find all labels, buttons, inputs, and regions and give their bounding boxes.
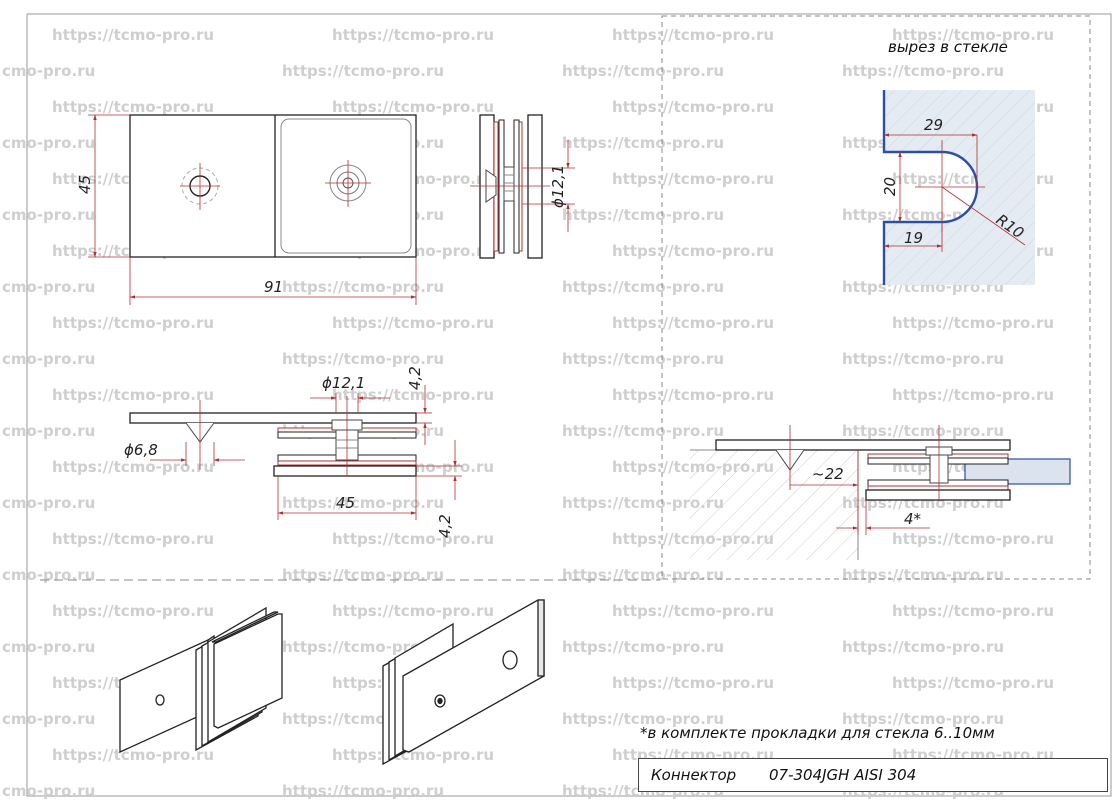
watermark-text: https://tcmo-pro.ru: [612, 314, 774, 332]
watermark-text: https://tcmo-pro.ru: [562, 638, 724, 656]
watermark-text: https://tcmo-pro.ru: [562, 566, 724, 584]
cutout-title: вырез в стекле: [888, 38, 1008, 56]
watermark-text: https://tcmo-pro.ru: [842, 422, 1004, 440]
watermark-text: https://tcmo-pro.ru: [52, 26, 214, 44]
watermark-text: cmo-pro.ru: [2, 494, 95, 512]
product-code: 07-304JGH AISI 304: [769, 766, 917, 784]
watermark-text: https://tcmo-pro.ru: [892, 602, 1054, 620]
isometric-view-front: [382, 599, 545, 766]
watermark-text: https://tcmo-pro.ru: [52, 386, 214, 404]
watermark-text: https://tcmo-pro.ru: [842, 350, 1004, 368]
watermark-text: https://tcmo-pro.ru: [282, 494, 444, 512]
watermark-text: https://tcmo-pro.ru: [52, 530, 214, 548]
watermark-text: https://tcmo-pro.ru: [52, 458, 214, 476]
watermark-text: https://tcmo-pro.ru: [842, 62, 1004, 80]
watermark-text: https://tcmo-pro.ru: [332, 530, 494, 548]
watermark-text: https://tcmo-pro.ru: [562, 494, 724, 512]
watermark-text: https://tcmo-pro.ru: [562, 350, 724, 368]
section-thickness-bottom: 4,2: [436, 514, 454, 538]
watermark-text: https://tcmo-pro.ru: [612, 98, 774, 116]
watermark-text: cmo-pro.ru: [2, 350, 95, 368]
section-hole-dim: ϕ6,8: [124, 441, 158, 459]
watermark-text: https://tcmo-pro.ru: [562, 206, 724, 224]
section-thickness-top: 4,2: [406, 366, 424, 390]
top-plate-outline: [129, 114, 417, 258]
watermark-text: https://tcmo-pro.ru: [52, 98, 214, 116]
cutout-detail: вырез в стекле 29 20 19 R10: [881, 38, 1035, 285]
section-bolt-dim: ϕ12,1: [322, 374, 365, 392]
wall-section: [690, 450, 858, 560]
isometric-view-back: [119, 606, 283, 754]
watermark-text: https://tcmo-pro.ru: [562, 62, 724, 80]
watermark-text: https://tcmo-pro.ru: [892, 314, 1054, 332]
watermark-text: cmo-pro.ru: [2, 134, 95, 152]
watermark-text: https://tcmo-pro.ru: [562, 278, 724, 296]
title-block: Коннектор 07-304JGH AISI 304: [638, 758, 1108, 792]
top-height-dim: 45: [76, 175, 94, 194]
watermark-text: https://tcmo-pro.ru: [282, 350, 444, 368]
product-name: Коннектор: [651, 766, 737, 784]
watermark-text: https://tcmo-pro.ru: [52, 746, 214, 764]
watermark-text: https://tcmo-pro.ru: [52, 602, 214, 620]
top-width-dim: 91: [264, 278, 283, 296]
cutout-depth-dim: 20: [881, 177, 899, 196]
watermark-text: https://tcmo-pro.ru: [612, 386, 774, 404]
watermark-text: https://tcmo-pro.ru: [332, 314, 494, 332]
watermark-text: https://tcmo-pro.ru: [562, 134, 724, 152]
watermark-text: https://tcmo-pro.ru: [612, 674, 774, 692]
watermark-text: https://tcmo-pro.ru: [52, 314, 214, 332]
watermark-text: https://tcmo-pro.ru: [282, 278, 444, 296]
watermark-text: https://tcmo-pro.ru: [612, 602, 774, 620]
section-view: ϕ12,1 4,2 ϕ6,8 45 4,2: [124, 366, 462, 538]
watermark-text: cmo-pro.ru: [2, 566, 95, 584]
watermark-text: cmo-pro.ru: [2, 62, 95, 80]
watermark-text: https://tcmo-pro.ru: [332, 746, 494, 764]
watermark-text: https://tcmo-pro.ru: [842, 638, 1004, 656]
watermark-text: https://tcmo-pro.ru: [282, 62, 444, 80]
watermark-text: https://tcmo-pro.ru: [562, 422, 724, 440]
watermark-text: https://tcmo-pro.ru: [562, 710, 724, 728]
watermark-text: cmo-pro.ru: [2, 422, 95, 440]
install-gap-dim: 4*: [904, 510, 922, 528]
watermark-text: https://tcmo-pro.ru: [842, 566, 1004, 584]
watermark-text: https://tcmo-pro.ru: [282, 566, 444, 584]
watermark-text: https://tcmo-pro.ru: [332, 98, 494, 116]
section-length-dim: 45: [336, 494, 355, 512]
watermark-text: cmo-pro.ru: [2, 278, 95, 296]
install-offset-dim: ~22: [812, 465, 844, 483]
watermark-text: https://tcmo-pro.ru: [892, 26, 1054, 44]
cutout-width-dim: 29: [924, 116, 943, 134]
watermark-text: https://tcmo-pro.ru: [332, 386, 494, 404]
watermark-text: https://tcmo-pro.ru: [282, 782, 444, 800]
watermark-text: https://tcmo-pro.ru: [282, 638, 444, 656]
watermark-text: cmo-pro.ru: [2, 638, 95, 656]
watermark-text: https://tcmo-pro.ru: [332, 26, 494, 44]
watermark-text: https://tcmo-pro.ru: [892, 530, 1054, 548]
install-detail: ~22 4*: [690, 425, 1071, 560]
watermark-text: cmo-pro.ru: [2, 782, 95, 800]
watermark-text: https://tcmo-pro.ru: [842, 710, 1004, 728]
sheet-frame: [26, 13, 1112, 797]
watermark-text: https://tcmo-pro.ru: [332, 602, 494, 620]
watermark-text: https://tcmo-pro.ru: [612, 26, 774, 44]
watermark-text: https://tcmo-pro.ru: [612, 242, 774, 260]
top-view: 91 45: [76, 114, 417, 305]
side-view: ϕ12,1: [470, 114, 575, 259]
watermark-text: cmo-pro.ru: [2, 710, 95, 728]
watermark-text: https://tcmo-pro.ru: [892, 674, 1054, 692]
footnote-text: *в комплекте прокладки для стекла 6..10м…: [640, 724, 995, 742]
cutout-edge-dim: 19: [904, 229, 923, 247]
side-bolt-dim: ϕ12,1: [549, 165, 567, 208]
watermark-text: cmo-pro.ru: [2, 206, 95, 224]
watermark-text: https://tcmo-pro.ru: [892, 386, 1054, 404]
watermark-text: https://tcmo-pro.ru: [612, 170, 774, 188]
